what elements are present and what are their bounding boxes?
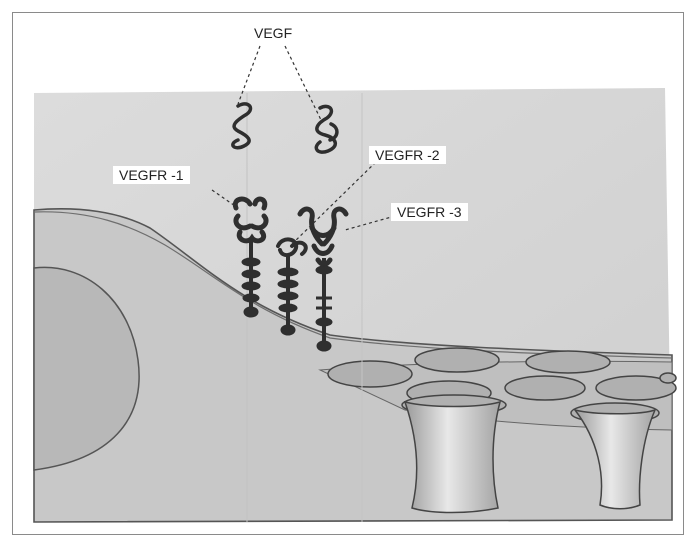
vessel-trunk	[405, 402, 500, 513]
vesicle	[505, 376, 585, 400]
vesicle	[415, 348, 499, 372]
vesicle	[526, 351, 610, 373]
vegfr2-label: VEGFR -2	[369, 146, 446, 164]
vesicle	[328, 361, 412, 387]
vegfr1-label: VEGFR -1	[113, 166, 190, 184]
vesicle	[660, 373, 676, 383]
vegfr3-label: VEGFR -3	[391, 203, 468, 221]
vegf-label: VEGF	[248, 24, 298, 42]
